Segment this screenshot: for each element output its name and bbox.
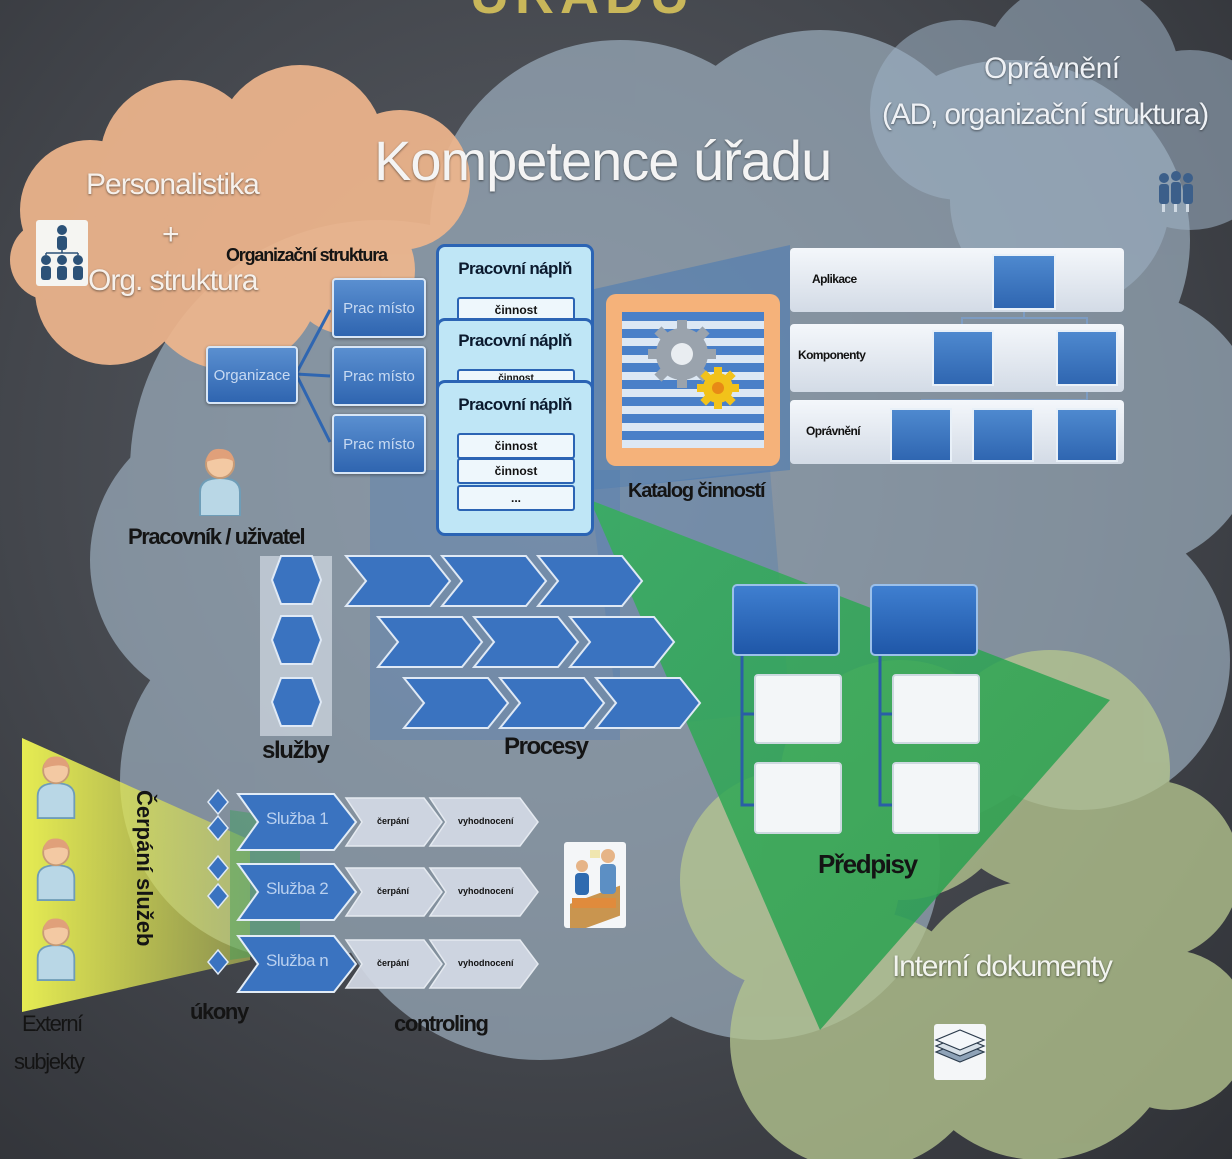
externi-label-1: Externí (22, 1011, 83, 1036)
user-icon (36, 838, 76, 901)
service-name: Služba 2 (266, 879, 329, 898)
napln-card: Pracovní náplň činnost činnost ... (436, 380, 594, 536)
service-name: Služba n (266, 951, 329, 970)
personalistika-cloud (10, 65, 470, 370)
service-step: vyhodnocení (458, 886, 514, 896)
app-node (992, 254, 1056, 310)
predpis-item (892, 674, 980, 744)
napln-card-title: Pracovní náplň (458, 395, 572, 414)
component-node (1056, 330, 1118, 386)
meeting-icon (564, 842, 626, 934)
service-name: Služba 1 (266, 809, 329, 828)
externi-label-2: subjekty (14, 1049, 85, 1074)
service-chevrons (236, 793, 539, 993)
napln-card-title: Pracovní náplň (458, 259, 572, 278)
service-step: čerpání (377, 816, 410, 826)
controling-label: controling (394, 1011, 489, 1036)
katalog-label: Katalog činností (628, 480, 766, 502)
app-band-aplikace (790, 248, 1124, 312)
service-step: vyhodnocení (458, 958, 514, 968)
ukony-diamonds (207, 788, 229, 976)
personalistika-org: Org. struktura (88, 264, 258, 297)
predpis-item (892, 762, 980, 834)
katalog-box (606, 294, 780, 466)
green-triangle (590, 500, 1110, 1030)
predpis-header (732, 584, 840, 656)
permission-node (890, 408, 952, 462)
procesy-chevrons (343, 555, 702, 729)
top-heading-fragment: ÚŘADU (470, 0, 695, 25)
sluzby-label: služby (262, 737, 330, 764)
predpis-item (754, 762, 842, 834)
pracovnik-label: Pracovník / uživatel (128, 524, 306, 549)
predpisy-label: Předpisy (818, 849, 918, 879)
sluzby-hexagon (270, 677, 323, 727)
personalistika-title: Personalistika (86, 168, 260, 201)
predpisy-connectors (740, 654, 892, 807)
permission-node (1056, 408, 1118, 462)
app-row-label: Komponenty (798, 348, 866, 362)
org-chart-icon (36, 220, 88, 286)
service-step: vyhodnocení (458, 816, 514, 826)
permission-node (972, 408, 1034, 462)
gear-icon (648, 320, 739, 409)
predpis-item (754, 674, 842, 744)
org-structure-label: Organizační struktura (226, 245, 388, 265)
cerpani-label: Čerpání služeb (132, 790, 158, 947)
service-step: čerpání (377, 958, 410, 968)
napln-activity-row: činnost (457, 433, 575, 459)
user-icon (199, 448, 241, 516)
napln-activity-row: ... (457, 485, 575, 511)
service-step: čerpání (377, 886, 410, 896)
group-icon (1156, 168, 1196, 214)
org-connectors (294, 309, 332, 443)
sluzby-column (260, 555, 332, 736)
component-node (932, 330, 994, 386)
personalistika-plus: + (162, 218, 180, 251)
user-icon (36, 918, 76, 981)
org-child-node: Prac místo (332, 278, 426, 338)
org-child-node: Prac místo (332, 346, 426, 406)
sluzby-hexagon (270, 555, 323, 605)
app-row-label: Oprávnění (806, 424, 861, 438)
org-child-node: Prac místo (332, 414, 426, 474)
page-title: Kompetence úřadu (374, 129, 832, 192)
interni-label: Interní dokumenty (892, 950, 1113, 983)
napln-activity-row: činnost (457, 458, 575, 484)
procesy-label: Procesy (504, 733, 589, 760)
opravneni-subtitle: (AD, organizační struktura) (882, 98, 1209, 131)
app-row-label: Aplikace (812, 272, 857, 286)
yellow-funnel (22, 738, 250, 1012)
sluzby-hexagon (270, 615, 323, 665)
documents-icon (934, 1024, 986, 1080)
napln-card-title: Pracovní náplň (458, 331, 572, 350)
opravneni-title: Oprávnění (984, 52, 1120, 85)
ukony-label: úkony (190, 999, 249, 1024)
org-root-node: Organizace (206, 346, 298, 404)
user-icon (36, 756, 76, 819)
predpis-header (870, 584, 978, 656)
